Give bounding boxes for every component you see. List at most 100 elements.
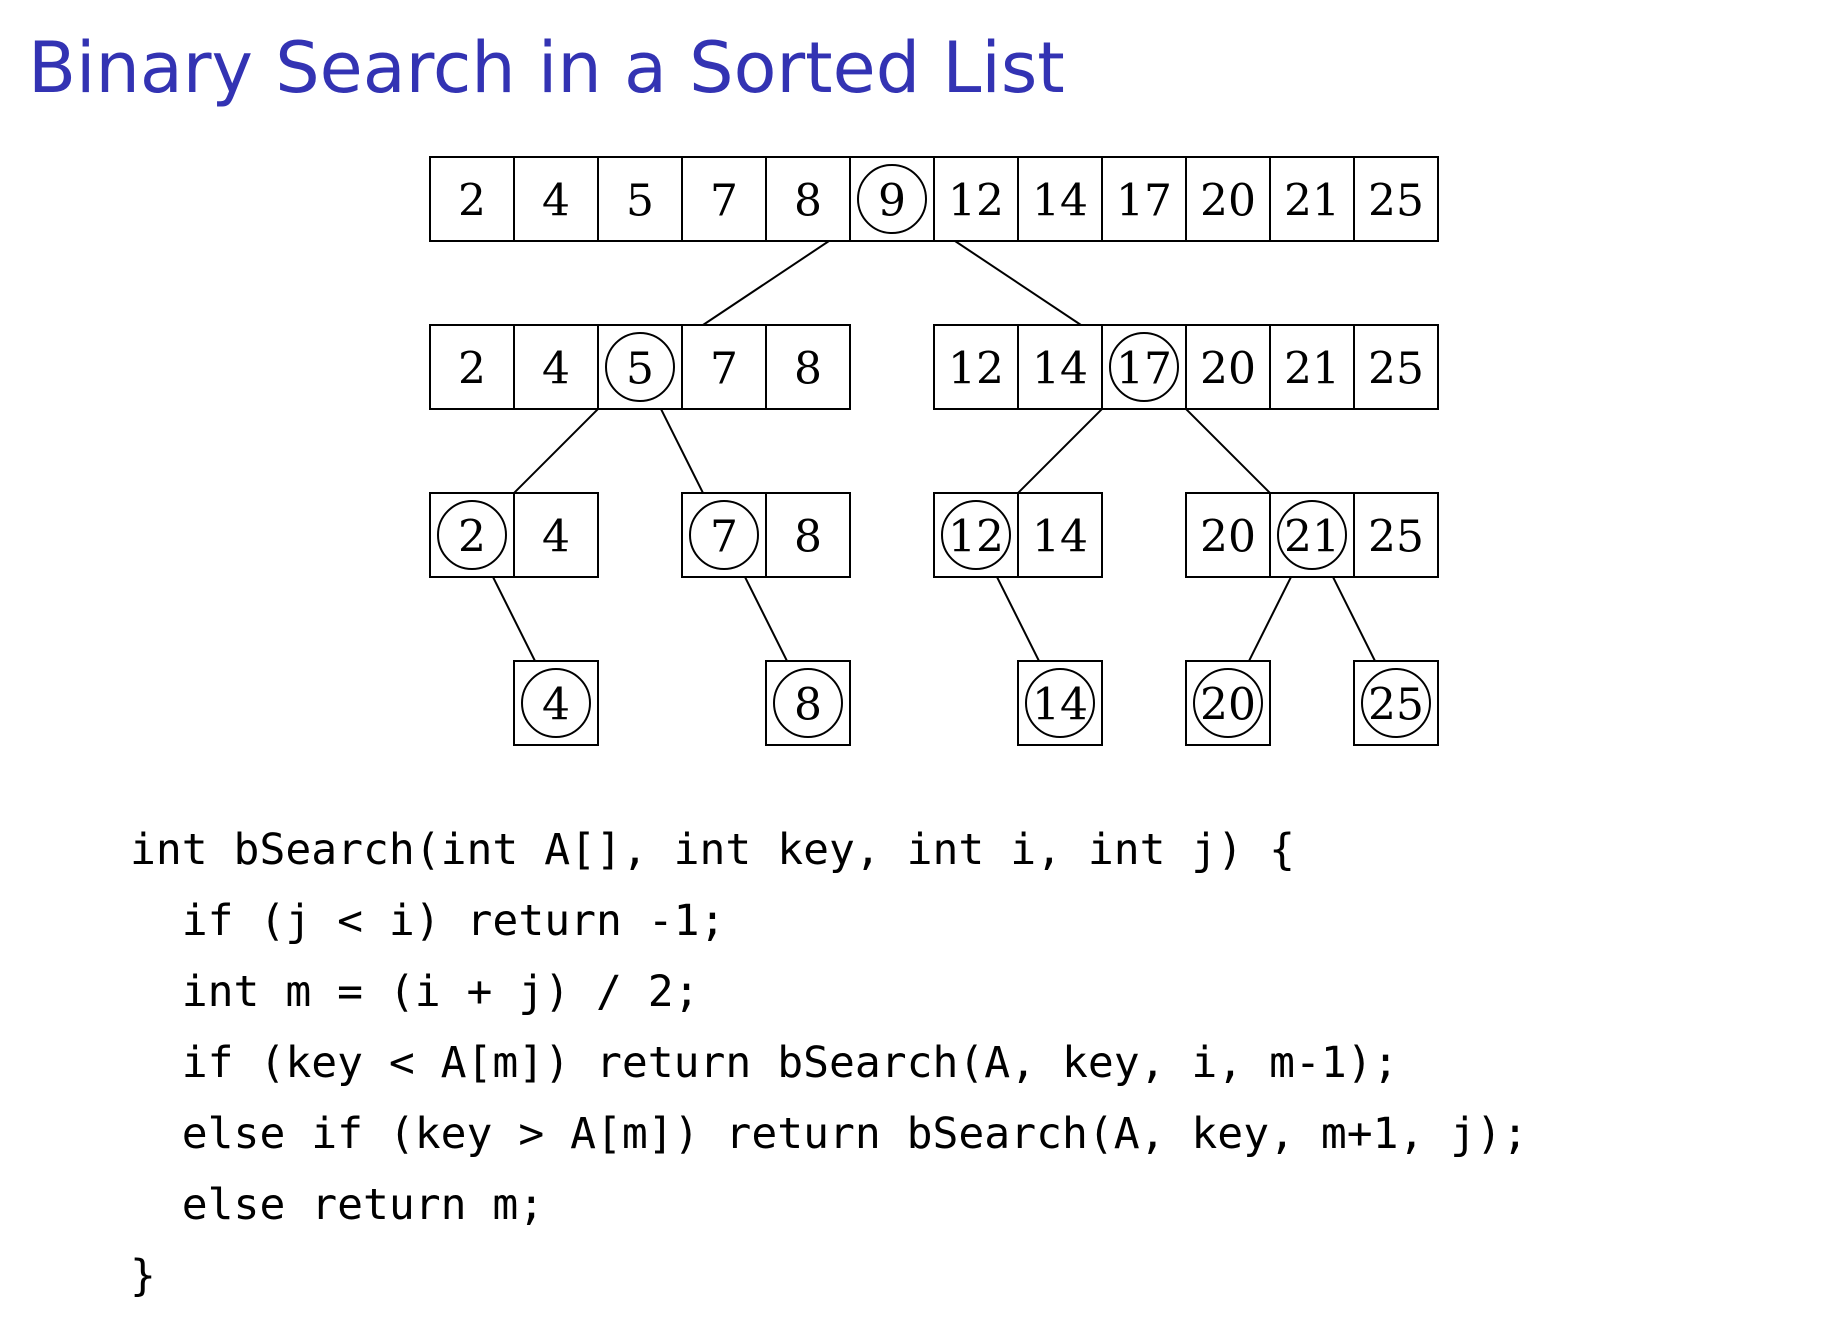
bsearch-code-block: int bSearch(int A[], int key, int i, int… [130,815,1528,1312]
cell-value-4: 4 [542,512,570,563]
array-cell-9 [849,156,935,242]
cell-value-2: 2 [458,344,486,395]
cell-value-14: 14 [1032,680,1088,731]
cell-value-8: 8 [794,680,822,731]
middle-element-circle [1025,668,1095,738]
cell-value-21: 21 [1284,344,1340,395]
cell-value-5: 5 [626,344,654,395]
cell-value-4: 4 [542,176,570,227]
cell-value-12: 12 [948,176,1004,227]
array-cell-14 [1017,660,1103,746]
array-cell-8 [765,492,851,578]
cell-value-25: 25 [1368,680,1424,731]
array-cell-14 [1017,156,1103,242]
array-cell-21 [1269,156,1355,242]
cell-value-17: 17 [1116,176,1172,227]
cell-value-21: 21 [1284,512,1340,563]
array-cell-17 [1101,156,1187,242]
cell-value-8: 8 [794,176,822,227]
middle-element-circle [773,668,843,738]
search-arrow [495,390,617,512]
code-line-3: int m = (i + j) / 2; [130,967,700,1017]
search-arrow [999,390,1121,512]
code-line-1: int bSearch(int A[], int key, int i, int… [130,825,1295,875]
array-cell-8 [765,660,851,746]
array-cell-8 [765,324,851,410]
array-cell-2 [429,492,515,578]
cell-value-14: 14 [1032,512,1088,563]
search-arrow [738,564,794,674]
search-arrow [1326,564,1382,674]
search-arrow [654,396,710,506]
middle-element-circle [1109,332,1179,402]
array-cell-4 [513,324,599,410]
code-line-2: if (j < i) return -1; [130,896,726,946]
array-cell-25 [1353,660,1439,746]
cell-value-5: 5 [626,176,654,227]
cell-value-4: 4 [542,680,570,731]
cell-value-7: 7 [710,344,738,395]
cell-value-8: 8 [794,512,822,563]
middle-element-circle [857,164,927,234]
middle-element-circle [689,500,759,570]
cell-value-25: 25 [1368,176,1424,227]
middle-element-circle [1361,668,1431,738]
cell-value-2: 2 [458,512,486,563]
array-cell-14 [1017,492,1103,578]
cell-value-9: 9 [878,176,906,227]
array-cells: 2 4 5 7 8 9 12 14 17 20 21 25 2 4 5 7 8 12 14 17 20 21 25 2 4 7 8 1… [429,156,1439,746]
code-line-4: if (key < A[m]) return bSearch(A, key, i… [130,1038,1399,1088]
cell-value-7: 7 [710,512,738,563]
array-cell-7 [681,492,767,578]
array-cell-2 [429,156,515,242]
slide-title: Binary Search in a Sorted List [28,27,1065,109]
array-cell-12 [933,492,1019,578]
array-cell-12 [933,156,1019,242]
array-cell-4 [513,156,599,242]
middle-element-circle [605,332,675,402]
middle-element-circle [521,668,591,738]
array-cell-12 [933,324,1019,410]
array-cell-14 [1017,324,1103,410]
code-line-5: else if (key > A[m]) return bSearch(A, k… [130,1109,1528,1159]
cell-value-20: 20 [1200,176,1256,227]
cell-value-14: 14 [1032,344,1088,395]
cell-value-12: 12 [948,344,1004,395]
array-cell-7 [681,324,767,410]
search-arrow [486,564,542,674]
array-cell-25 [1353,324,1439,410]
array-cell-4 [513,660,599,746]
binary-search-tree-diagram: 2 4 5 7 8 9 12 14 17 20 21 25 2 4 5 7 8 12 14 17 20 21 25 2 4 7 8 1… [429,156,1439,746]
code-line-6: else return m; [130,1180,545,1230]
cell-value-25: 25 [1368,512,1424,563]
array-cell-20 [1185,324,1271,410]
cell-value-20: 20 [1200,680,1256,731]
cell-value-8: 8 [794,344,822,395]
cell-value-7: 7 [710,176,738,227]
cell-value-17: 17 [1116,344,1172,395]
search-path-arrows [486,217,1382,674]
middle-element-circle [941,500,1011,570]
code-line-7: } [130,1251,156,1301]
cell-value-2: 2 [458,176,486,227]
array-cell-20 [1185,660,1271,746]
cell-value-14: 14 [1032,176,1088,227]
cell-value-25: 25 [1368,344,1424,395]
search-arrow [1242,564,1298,674]
array-cell-17 [1101,324,1187,410]
search-arrow [1167,390,1289,512]
array-cell-25 [1353,156,1439,242]
cell-value-20: 20 [1200,344,1256,395]
array-cell-4 [513,492,599,578]
array-cell-5 [597,324,683,410]
search-arrow [990,564,1046,674]
cell-value-12: 12 [948,512,1004,563]
array-cell-25 [1353,492,1439,578]
cell-value-4: 4 [542,344,570,395]
middle-element-circle [1193,668,1263,738]
cell-value-21: 21 [1284,176,1340,227]
middle-element-circle [437,500,507,570]
cell-value-20: 20 [1200,512,1256,563]
array-cell-20 [1185,492,1271,578]
array-cell-21 [1269,324,1355,410]
